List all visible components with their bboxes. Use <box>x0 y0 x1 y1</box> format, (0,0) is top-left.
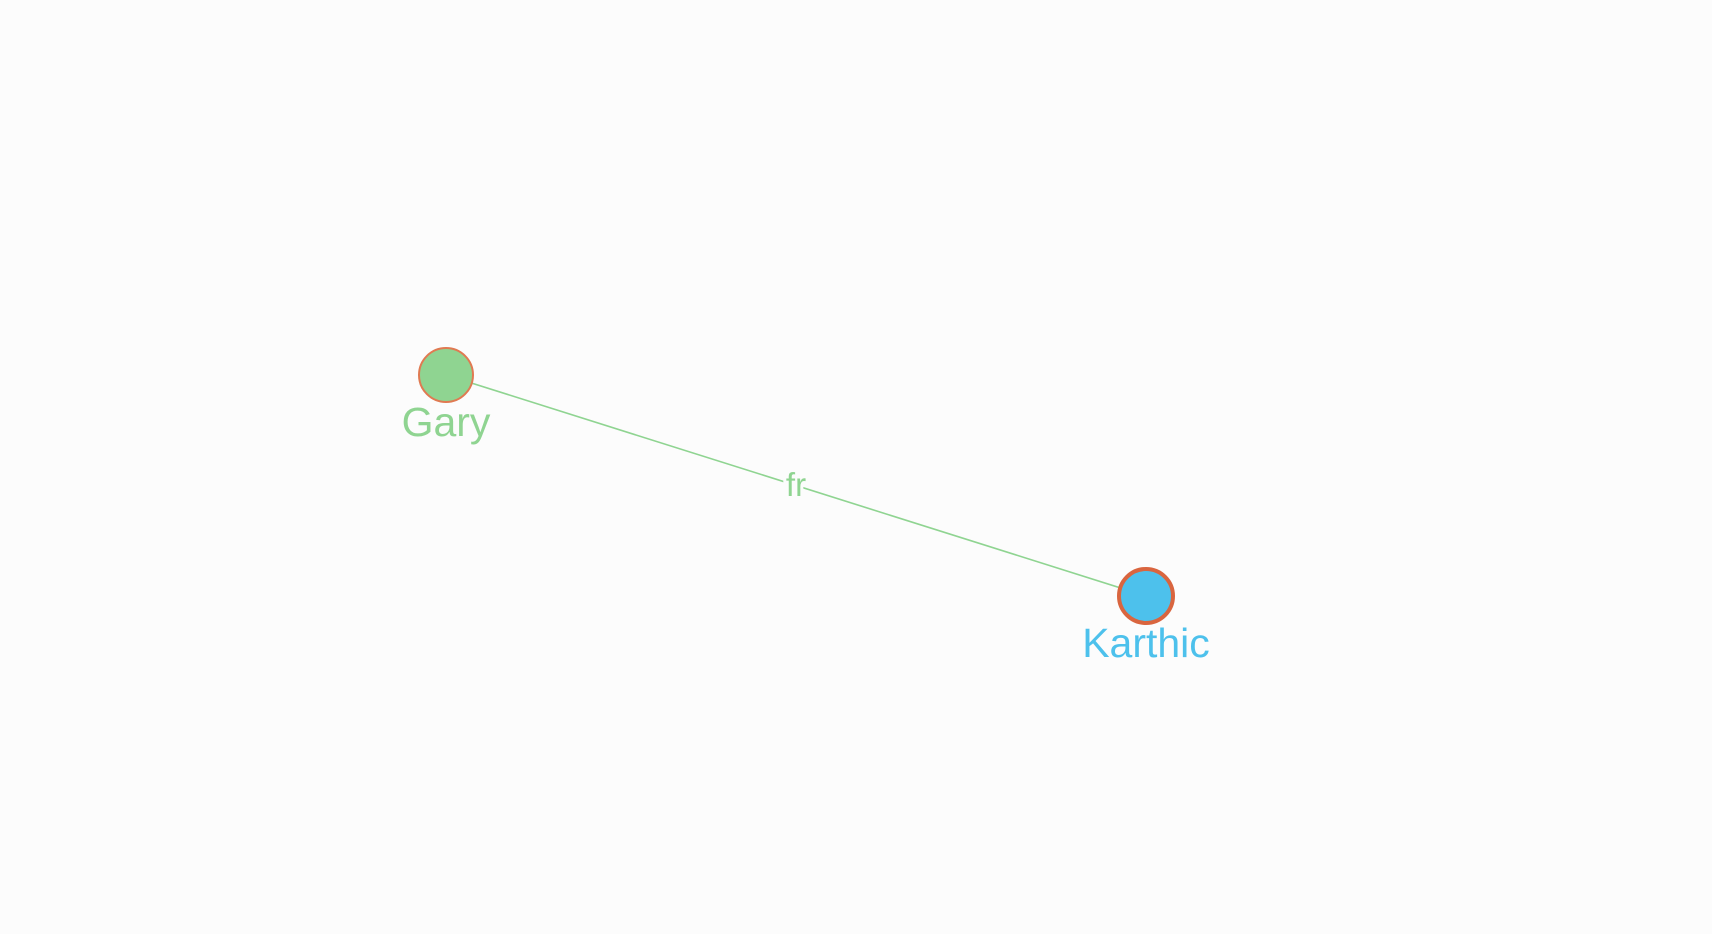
edge-gary-karthic[interactable]: fr <box>445 374 1147 597</box>
edge-line[interactable] <box>445 374 1147 597</box>
node-karthic-label: Karthic <box>1082 620 1210 666</box>
edge-label: fr <box>786 466 806 503</box>
node-karthic-circle[interactable] <box>1117 567 1175 625</box>
node-gary-label: Gary <box>402 399 491 445</box>
node-gary-circle[interactable] <box>418 347 474 403</box>
node-gary[interactable]: Gary <box>402 347 491 445</box>
node-karthic[interactable]: Karthic <box>1082 567 1210 666</box>
